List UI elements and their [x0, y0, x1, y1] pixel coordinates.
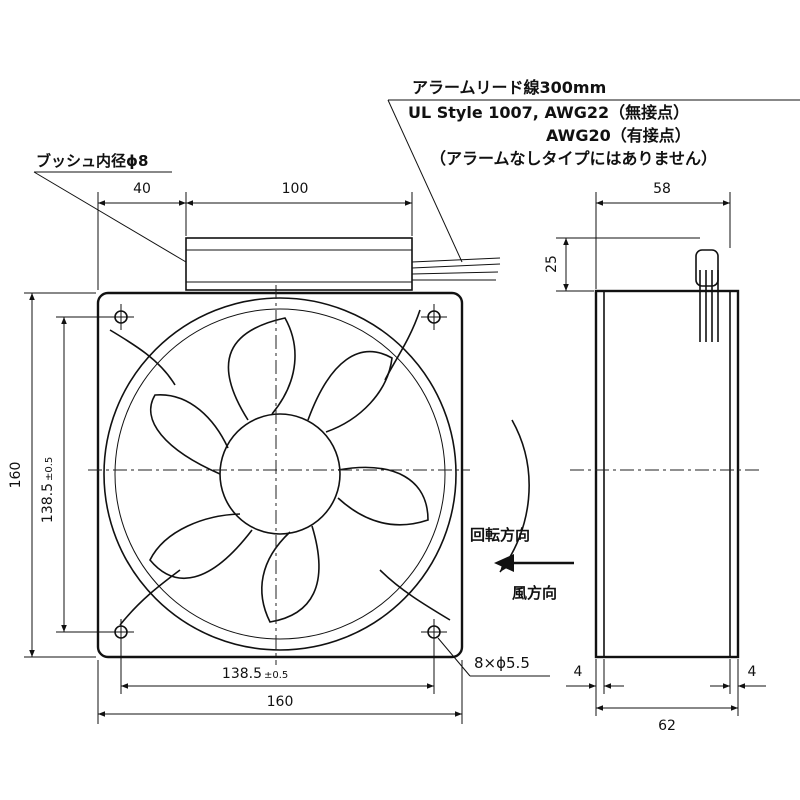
fan-blades — [149, 317, 429, 623]
lead-wires — [411, 257, 501, 281]
cable-bushing — [185, 237, 413, 291]
front-dimensions — [24, 99, 800, 724]
dim-text-4-left: 4 — [574, 664, 583, 680]
awg20-label: AWG20（有接点） — [546, 126, 691, 145]
no-alarm-note: （アラームなしタイプにはありません） — [430, 149, 717, 168]
side-view — [556, 192, 766, 716]
fan-frame-outline — [96, 291, 464, 659]
dim-text-100: 100 — [282, 181, 309, 197]
dim-text-138-h: 138.5 — [222, 666, 262, 682]
dim-text-58: 58 — [653, 181, 671, 197]
dim-text-138-v: 138.5 — [40, 483, 56, 523]
dim-text-40: 40 — [133, 181, 151, 197]
airflow-label: 風方向 — [512, 584, 557, 602]
dim-text-160-v: 160 — [8, 462, 24, 489]
mounting-holes — [108, 304, 447, 645]
bushing-label: ブッシュ内径ϕ8 — [36, 152, 148, 170]
dim-text-25: 25 — [544, 255, 560, 273]
alarm-lead-label: アラームリード線300mm — [412, 78, 606, 97]
dim-text-138-v-tol: ±0.5 — [44, 457, 55, 481]
rotation-arrow — [499, 419, 530, 573]
fan-venturi-circle — [103, 297, 457, 651]
fan-hub — [219, 413, 341, 535]
rotation-label: 回転方向 — [470, 526, 530, 544]
front-view — [88, 237, 530, 665]
dim-text-62: 62 — [658, 718, 676, 734]
airflow-arrow — [494, 554, 574, 572]
holes-leader — [437, 637, 471, 677]
dim-text-160-h: 160 — [267, 694, 294, 710]
dim-text-138-h-tol: ±0.5 — [264, 670, 288, 681]
side-body-outline — [594, 289, 740, 659]
side-cable — [695, 249, 719, 342]
dim-text-4-right: 4 — [748, 664, 757, 680]
holes-label: 8×ϕ5.5 — [474, 654, 530, 672]
ul-style-label: UL Style 1007, AWG22（無接点） — [408, 103, 689, 122]
